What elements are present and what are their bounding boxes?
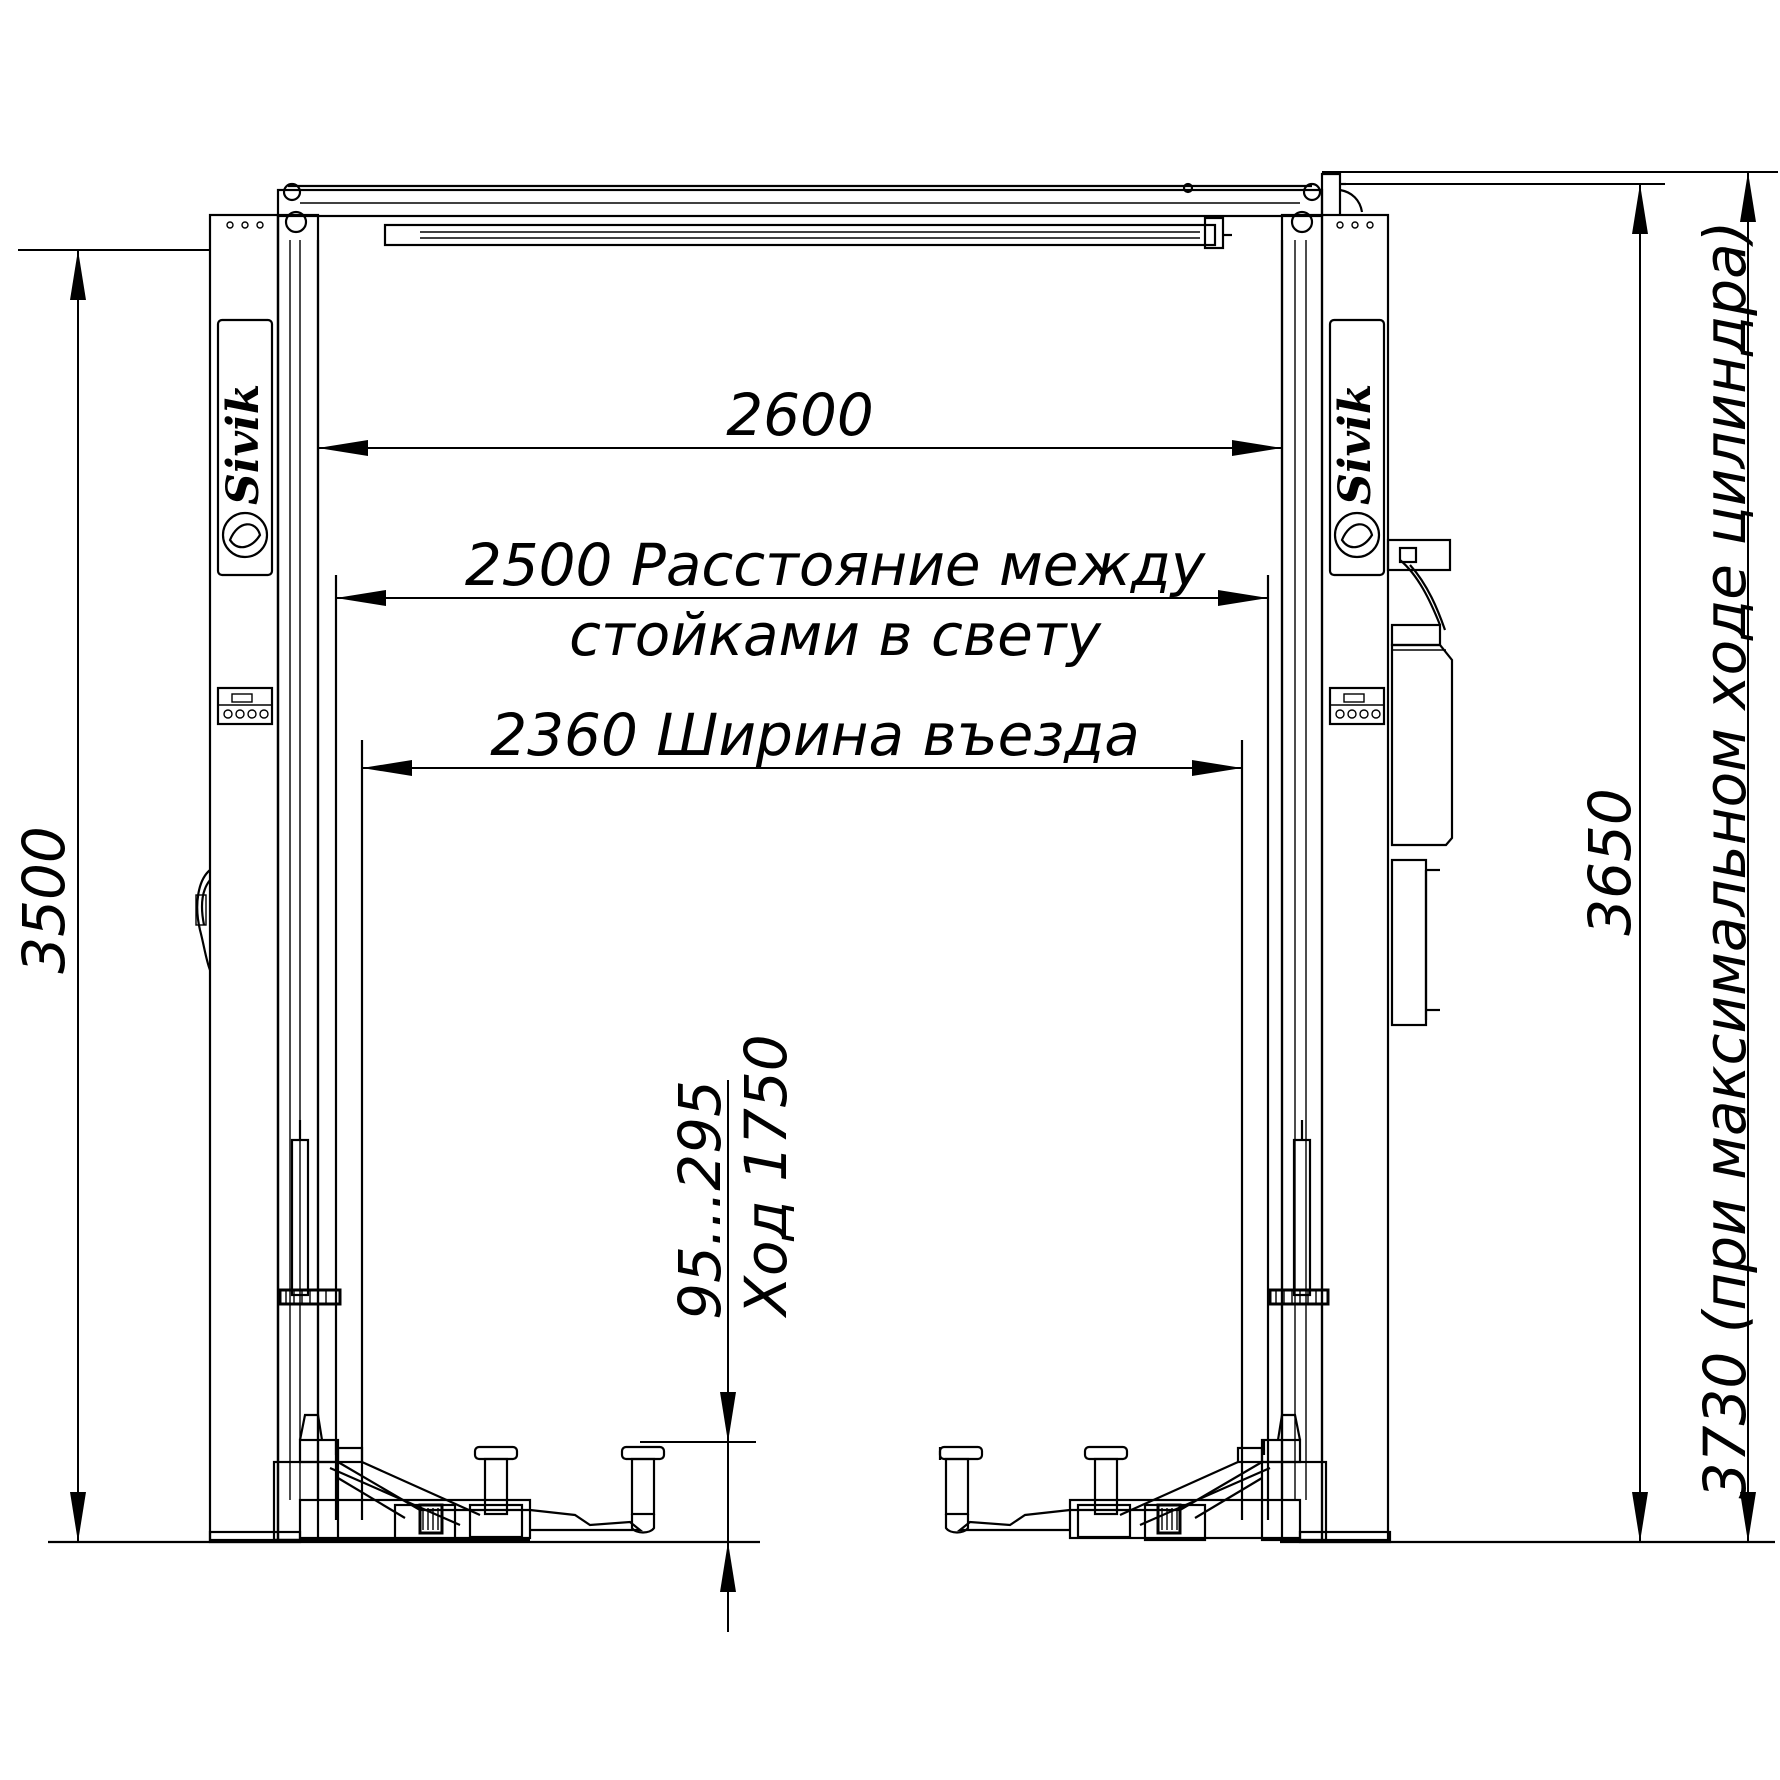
right-warning-plate bbox=[1328, 686, 1386, 726]
pickup-height-label: 95...295 bbox=[666, 1080, 734, 1320]
left-release-handle bbox=[195, 869, 212, 971]
power-unit bbox=[1386, 538, 1454, 1027]
left-lock-spring bbox=[278, 1288, 342, 1306]
right-lock-spring bbox=[1268, 1288, 1330, 1306]
lift-stroke-label: Ход 1750 bbox=[732, 1034, 800, 1318]
dim-3500: 3500 bbox=[10, 249, 210, 1542]
left-logo-text: Sivik bbox=[218, 384, 269, 505]
dim-3650-label: 3650 bbox=[1576, 788, 1644, 936]
dim-2600: 2600 bbox=[318, 381, 1282, 456]
dim-3730-label: 3730 (при максимальном ходе цилиндра) bbox=[1691, 221, 1759, 1500]
right-column: Sivik bbox=[1240, 213, 1454, 1544]
dim-2360-label: 2360 Ширина въезда bbox=[490, 701, 1140, 769]
dim-3500-label: 3500 bbox=[10, 826, 78, 974]
dim-2600-label: 2600 bbox=[726, 381, 874, 449]
right-logo-text: Sivik bbox=[1330, 384, 1381, 505]
dim-2500: 2500 Расстояние между стойками в свету bbox=[336, 531, 1268, 669]
right-logo-plate: Sivik bbox=[1328, 318, 1386, 577]
left-warning-plate bbox=[216, 686, 274, 726]
left-logo-plate: Sivik bbox=[216, 318, 274, 577]
dim-3730: 3730 (при максимальном ходе цилиндра) bbox=[1322, 171, 1778, 1542]
dim-pickup-stroke: 95...295 Ход 1750 bbox=[640, 1034, 800, 1632]
dim-3650: 3650 bbox=[1340, 183, 1665, 1542]
dim-2500-label-line1: 2500 Расстояние между bbox=[465, 531, 1206, 599]
dim-2500-label-line2: стойками в свету bbox=[569, 601, 1101, 669]
dim-2360: 2360 Ширина въезда bbox=[362, 701, 1242, 776]
left-lift-arm bbox=[272, 1413, 666, 1542]
left-column: Sivik bbox=[195, 213, 364, 1544]
top-beam bbox=[276, 172, 1364, 250]
right-lift-arm bbox=[938, 1413, 1328, 1542]
